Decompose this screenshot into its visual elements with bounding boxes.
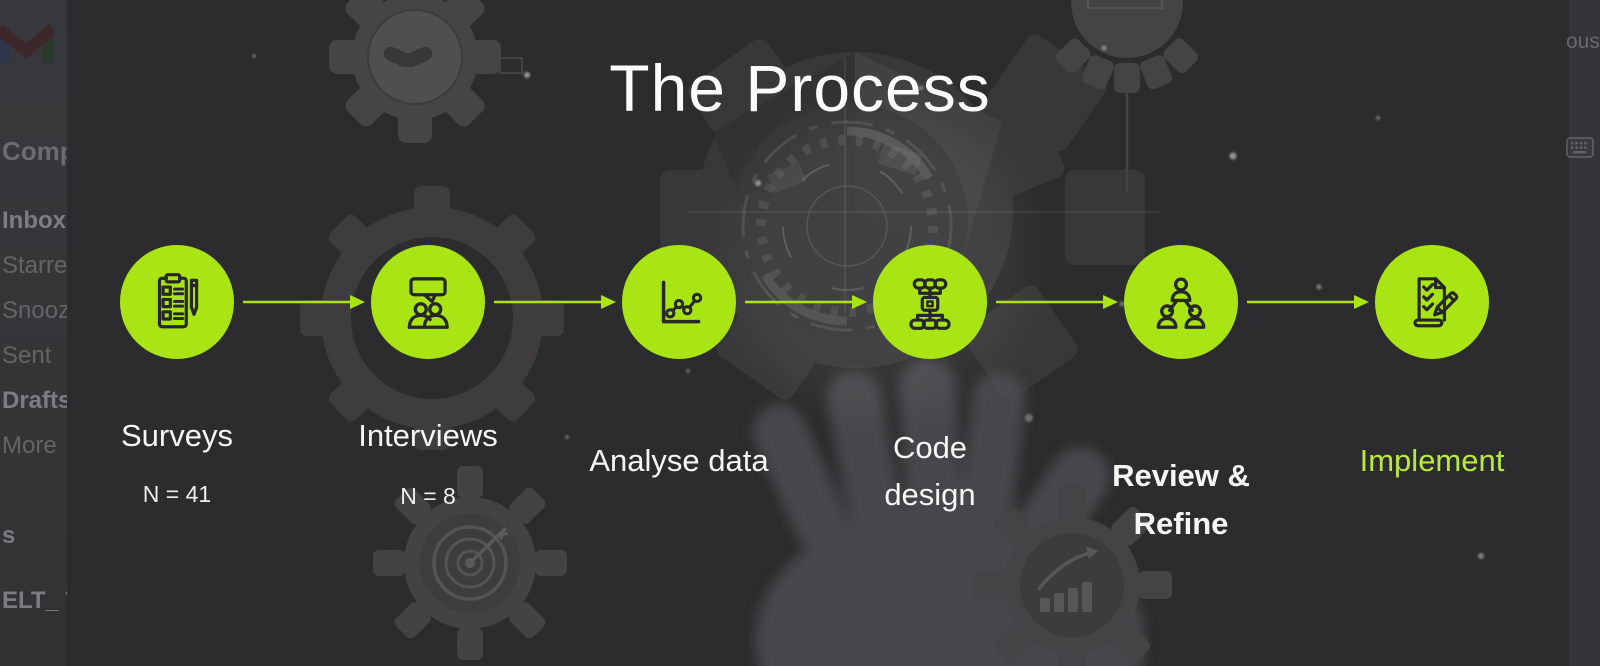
team-hierarchy-icon [1156, 277, 1206, 329]
step-label: Surveys [121, 418, 233, 453]
gmail-sent-item[interactable]: Sent [2, 342, 52, 369]
gmail-starred-item[interactable]: Starre [2, 252, 67, 279]
step-label: Implement [1359, 443, 1505, 478]
gmail-more-item[interactable]: More [2, 432, 57, 459]
process-step-implement: Implement [1307, 0, 1557, 666]
input-tools-keyboard-icon[interactable] [1566, 137, 1594, 158]
step-circle [120, 245, 234, 359]
step-circle [622, 245, 736, 359]
gmail-compose-button[interactable]: Comp [2, 136, 67, 166]
flowchart-hierarchy-icon [909, 278, 951, 330]
gmail-logo-icon [0, 24, 54, 63]
gmail-drafts-item[interactable]: Drafts [2, 387, 67, 414]
process-step-analyse-data: Analyse data [554, 0, 804, 666]
clipboard-survey-icon [157, 273, 199, 329]
browser-right-edge-underlay [1569, 0, 1600, 666]
checklist-pencil-icon [1413, 277, 1459, 328]
gmail-inbox-item[interactable]: Inbox [2, 207, 66, 234]
step-circle [371, 245, 485, 359]
step-label: Review & Refine [1112, 458, 1250, 542]
process-step-code-design: Code design [805, 0, 1055, 666]
gmail-label-elt-item[interactable]: ELT_ T [2, 587, 67, 614]
page-partial-text: ous D [1566, 30, 1600, 53]
process-step-review-refine: Review & Refine [1056, 0, 1306, 666]
gmail-snoozed-item[interactable]: Snooz [2, 297, 67, 324]
step-circle [873, 245, 987, 359]
gmail-sidebar-underlay: Comp Inbox Starre Snooz Sent Drafts More… [0, 0, 67, 666]
step-label: Code design [884, 430, 976, 512]
process-step-interviews: Interviews N = 8 [303, 0, 553, 666]
interview-speech-people-icon [407, 277, 449, 329]
step-label: Interviews [358, 418, 498, 453]
flow-arrow-icon [1247, 295, 1369, 309]
line-chart-icon [661, 280, 703, 324]
step-sublabel: N = 41 [142, 481, 212, 507]
step-circle [1124, 245, 1238, 359]
process-step-surveys: Surveys N = 41 [52, 0, 302, 666]
step-label: Analyse data [589, 443, 769, 478]
step-circle [1375, 245, 1489, 359]
gmail-labels-item[interactable]: s [2, 522, 16, 549]
step-sublabel: N = 8 [400, 483, 456, 509]
